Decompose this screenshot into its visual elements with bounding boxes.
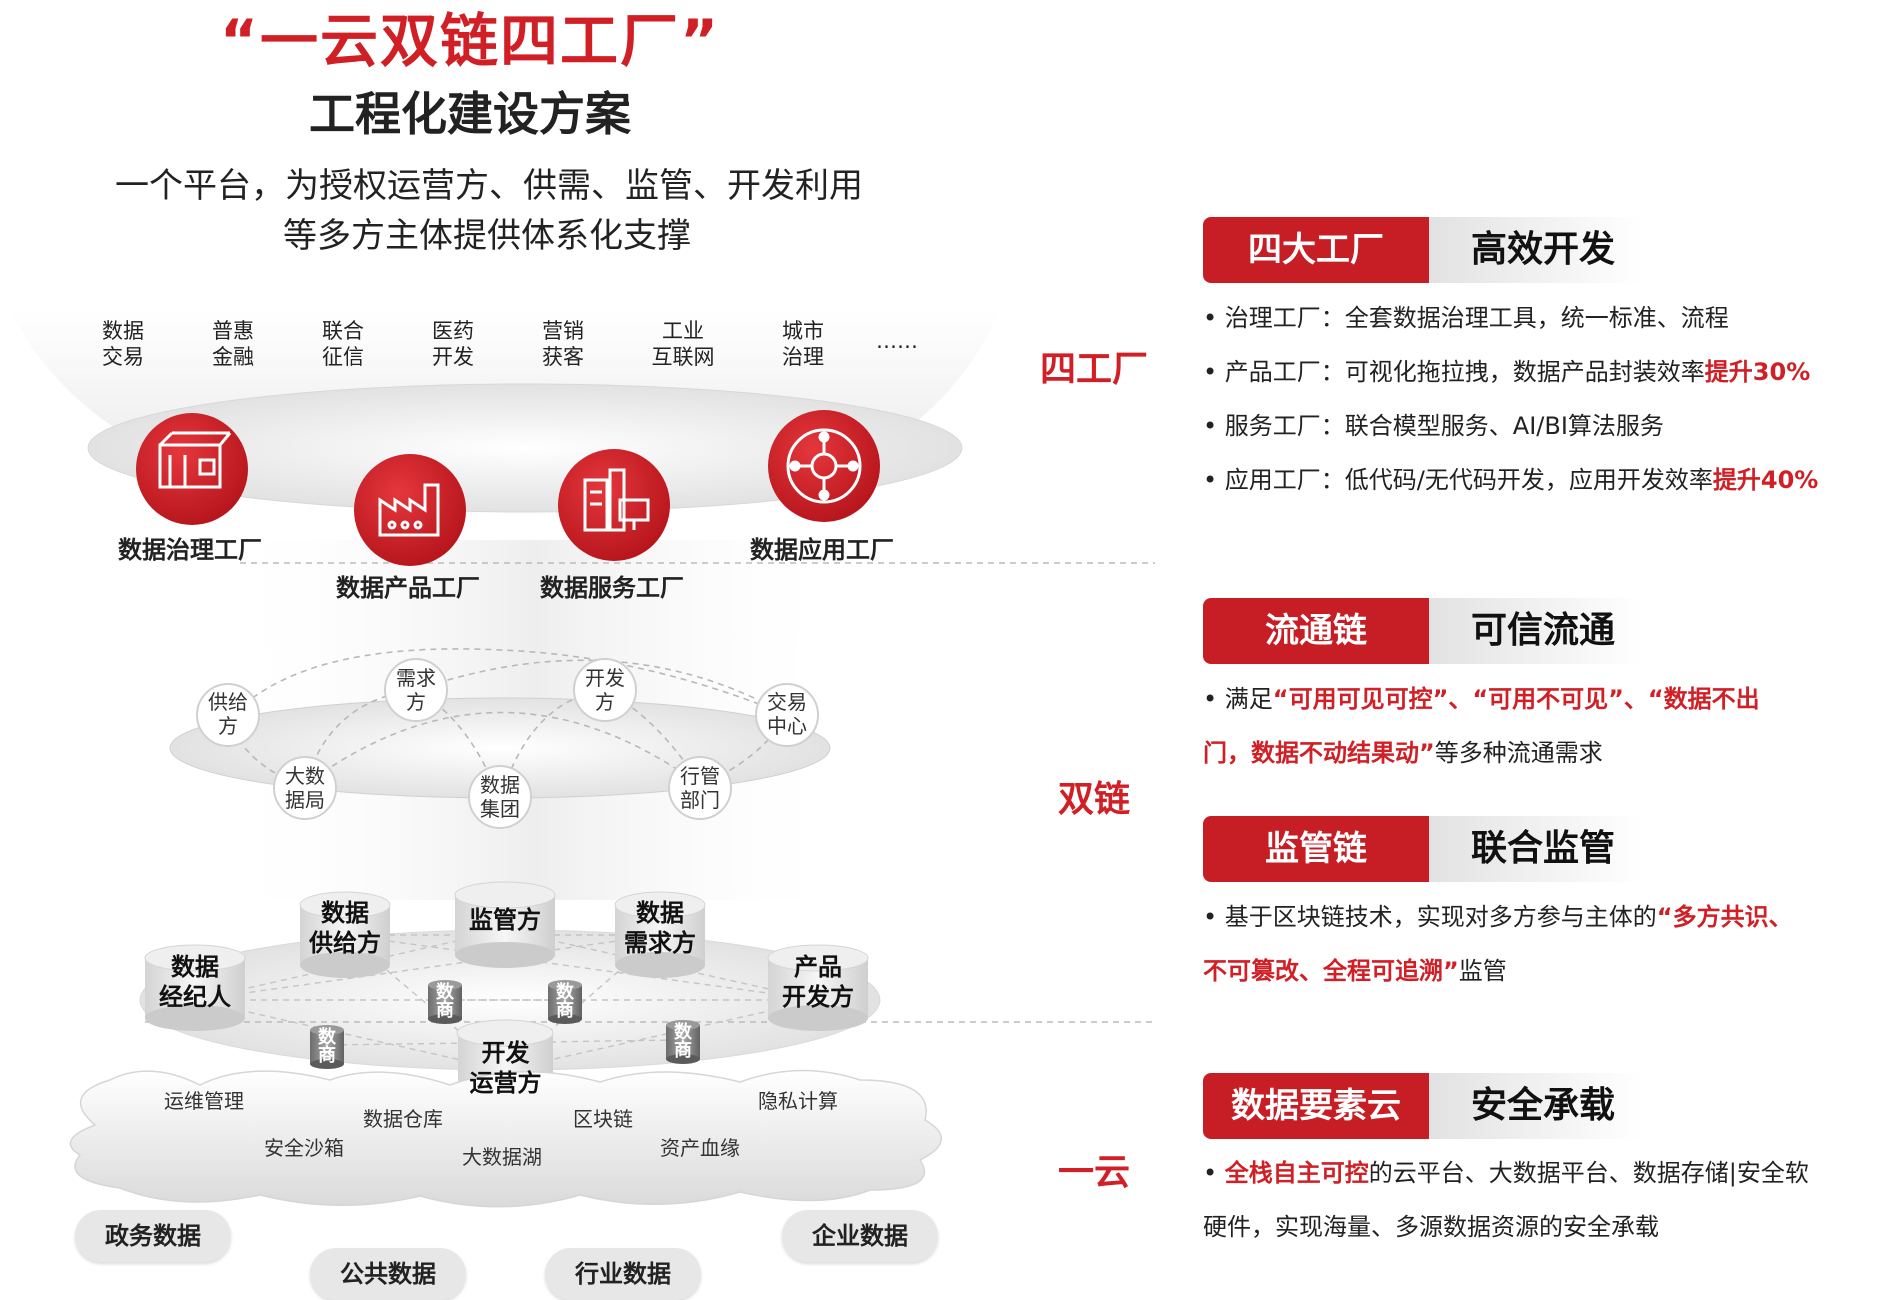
panel-circulation-header: 流通链 可信流通 [1203, 598, 1643, 664]
source-enterprise-data: 企业数据 [782, 1210, 938, 1262]
panel-circulation-text: • 满足“可用可见可控”、“可用不可见”、“数据不出 门，数据不动结果动”等多种… [1203, 685, 1760, 767]
factory-application-label: 数据应用工厂 [750, 536, 894, 564]
industry-inclusive-finance: 普惠金融 [212, 319, 254, 369]
panel-tag: 四大工厂 [1203, 217, 1429, 283]
industry-pharma-dev: 医药开发 [432, 319, 474, 369]
node-industry-dept: 行管部门 [680, 764, 720, 812]
panel-title: 安全承载 [1429, 1073, 1643, 1139]
section-tag-four-factories: 四工厂 [1040, 349, 1149, 390]
industry-city-governance: 城市治理 [782, 319, 824, 369]
panel-title: 高效开发 [1429, 217, 1643, 283]
cloud-datalake: 大数据湖 [462, 1145, 542, 1169]
node-supplier: 供给方 [208, 690, 248, 738]
source-industry-data: 行业数据 [545, 1248, 701, 1300]
cyl-data-supplier: 数据供给方 [309, 899, 381, 957]
bullet-application-factory: • 应用工厂：低代码/无代码开发，应用开发效率提升40% [1203, 466, 1819, 494]
node-developer: 开发方 [585, 666, 625, 714]
cloud-ops: 运维管理 [164, 1089, 244, 1113]
cloud-sandbox: 安全沙箱 [264, 1136, 344, 1160]
factory-icons [136, 410, 880, 566]
source-public-data: 公共数据 [310, 1248, 466, 1300]
industry-more: …… [876, 329, 918, 353]
panel-cloud-text: • 全栈自主可控的云平台、大数据平台、数据存储|安全软 硬件，实现海量、多源数据… [1203, 1159, 1809, 1241]
panel-tag: 数据要素云 [1203, 1073, 1429, 1139]
factory-product-label: 数据产品工厂 [336, 574, 480, 602]
panel-tag: 流通链 [1203, 598, 1429, 664]
section-tag-one-cloud: 一云 [1058, 1152, 1131, 1193]
factory-governance-label: 数据治理工厂 [118, 536, 262, 564]
architecture-graphic [10, 310, 1155, 1208]
industry-data-trade: 数据交易 [102, 319, 144, 369]
cyl-product-developer: 产品开发方 [782, 953, 854, 1011]
cyl-data-broker: 数据经纪人 [159, 953, 231, 1011]
panel-four-factories-header: 四大工厂 高效开发 [1203, 217, 1643, 283]
small-cyl-merchant-1: 数商 [436, 982, 454, 1021]
source-gov-data: 政务数据 [75, 1210, 231, 1262]
panel-title: 联合监管 [1429, 816, 1643, 882]
bullet-service-factory: • 服务工厂：联合模型服务、AI/BI算法服务 [1203, 412, 1664, 440]
small-cyl-merchant-3: 数商 [318, 1027, 336, 1066]
main-title: “一云双链四工厂” [219, 7, 721, 75]
cloud-blockchain: 区块链 [573, 1107, 633, 1131]
small-cyl-merchant-2: 数商 [556, 982, 574, 1021]
industry-industrial-internet: 工业互联网 [651, 319, 715, 369]
cyl-regulator: 监管方 [469, 906, 541, 934]
cloud-lineage: 资产血缘 [660, 1136, 740, 1160]
panel-title: 可信流通 [1429, 598, 1643, 664]
cloud-privacy: 隐私计算 [758, 1089, 838, 1113]
small-cyl-merchant-4: 数商 [674, 1022, 692, 1061]
node-bigdata-bureau: 大数据局 [285, 764, 325, 812]
cyl-data-demander: 数据需求方 [624, 899, 696, 957]
node-exchange-center: 交易中心 [767, 690, 807, 738]
bullet-governance-factory: • 治理工厂：全套数据治理工具，统一标准、流程 [1203, 304, 1729, 332]
node-demander: 需求方 [396, 666, 436, 714]
cloud-warehouse: 数据仓库 [363, 1107, 443, 1131]
intro-line-2: 等多方主体提供体系化支撑 [283, 216, 691, 256]
factory-service-label: 数据服务工厂 [540, 574, 684, 602]
panel-tag: 监管链 [1203, 816, 1429, 882]
intro-line-1: 一个平台，为授权运营方、供需、监管、开发利用 [115, 166, 863, 206]
bullet-product-factory: • 产品工厂：可视化拖拉拽，数据产品封装效率提升30% [1203, 358, 1811, 386]
panel-supervision-text: • 基于区块链技术，实现对多方参与主体的“多方共识、 不可篡改、全程可追溯”监管 [1203, 903, 1793, 985]
panel-supervision-header: 监管链 联合监管 [1203, 816, 1643, 882]
node-data-group: 数据集团 [480, 773, 520, 821]
panel-cloud-header: 数据要素云 安全承载 [1203, 1073, 1643, 1139]
sub-title: 工程化建设方案 [309, 87, 631, 141]
cyl-dev-operator: 开发运营方 [469, 1039, 542, 1097]
section-tag-two-chains: 双链 [1058, 779, 1131, 820]
industry-marketing: 营销获客 [542, 319, 584, 369]
industry-joint-credit: 联合征信 [322, 319, 364, 369]
